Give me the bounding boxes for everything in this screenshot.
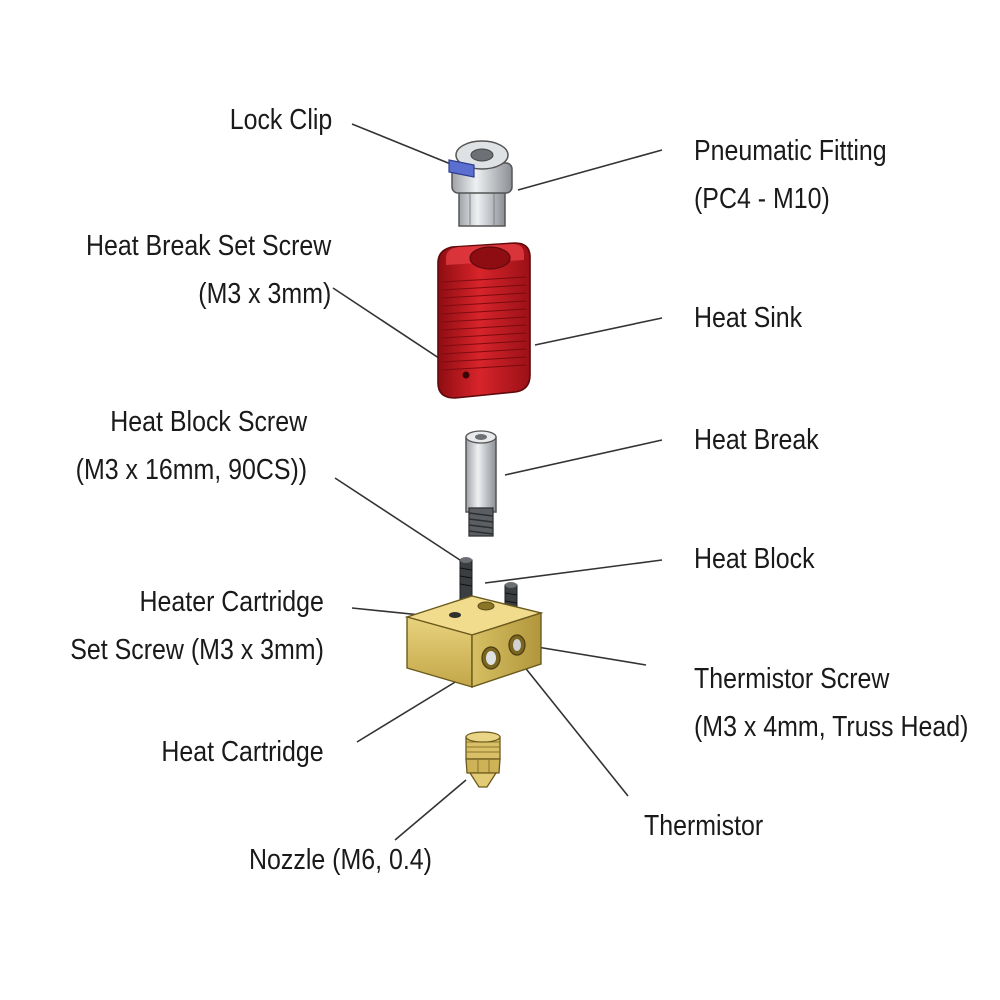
label-heat-block-screw: Heat Block Screw (M3 x 16mm, 90CS))	[76, 398, 307, 494]
label-heater-cartridge-set-screw-line2: Set Screw (M3 x 3mm)	[70, 634, 324, 666]
label-heat-block: Heat Block	[694, 535, 815, 583]
leader-lines	[332, 123, 663, 841]
label-thermistor: Thermistor	[644, 802, 763, 850]
label-heat-sink-text: Heat Sink	[694, 302, 803, 334]
leader-thermistor-screw	[524, 644, 647, 666]
label-nozzle-text: Nozzle (M6, 0.4)	[249, 844, 432, 876]
label-heater-cartridge-set-screw: Heater Cartridge Set Screw (M3 x 3mm)	[70, 578, 324, 674]
label-lock-clip: Lock Clip	[229, 96, 332, 144]
label-heat-cartridge: Heat Cartridge	[162, 728, 324, 776]
lock-clip-part	[448, 159, 475, 178]
heat-block-part	[404, 595, 544, 688]
leader-heat-sink	[534, 317, 663, 346]
label-heat-block-screw-line2: (M3 x 16mm, 90CS))	[75, 454, 307, 486]
label-pneumatic-fitting-line1: Pneumatic Fitting	[694, 135, 887, 167]
label-heat-cartridge-text: Heat Cartridge	[161, 736, 324, 768]
label-heat-break-set-screw-line2: (M3 x 3mm)	[197, 278, 331, 310]
label-heat-block-screw-line1: Heat Block Screw	[110, 406, 307, 438]
label-heater-cartridge-set-screw-line1: Heater Cartridge	[139, 586, 324, 618]
nozzle-part	[465, 731, 501, 788]
label-heat-block-text: Heat Block	[694, 543, 815, 575]
pneumatic-fitting-part	[451, 140, 513, 227]
leader-heat-block	[484, 559, 663, 584]
label-heat-break: Heat Break	[694, 416, 819, 464]
label-heat-break-set-screw: Heat Break Set Screw (M3 x 3mm)	[86, 222, 331, 318]
label-lock-clip-text: Lock Clip	[229, 104, 332, 136]
leader-heat-block-screw	[334, 477, 464, 563]
label-heat-sink: Heat Sink	[694, 294, 802, 342]
label-heat-break-set-screw-line1: Heat Break Set Screw	[85, 230, 331, 262]
leader-thermistor	[514, 654, 629, 797]
leader-pneumatic-fitting	[517, 149, 663, 191]
leader-lock-clip	[351, 123, 459, 168]
label-thermistor-text: Thermistor	[644, 810, 764, 842]
label-heat-break-text: Heat Break	[694, 424, 819, 456]
heat-break-part	[465, 430, 497, 537]
label-thermistor-screw: Thermistor Screw (M3 x 4mm, Truss Head)	[694, 655, 968, 751]
label-nozzle: Nozzle (M6, 0.4)	[249, 836, 432, 884]
label-pneumatic-fitting: Pneumatic Fitting (PC4 - M10)	[694, 127, 887, 223]
label-thermistor-screw-line1: Thermistor Screw	[694, 663, 890, 695]
leader-heat-break	[504, 439, 663, 476]
leader-nozzle	[394, 779, 467, 841]
label-pneumatic-fitting-line2: (PC4 - M10)	[694, 183, 830, 215]
heat-sink-part	[437, 242, 531, 399]
label-thermistor-screw-line2: (M3 x 4mm, Truss Head)	[694, 711, 969, 743]
